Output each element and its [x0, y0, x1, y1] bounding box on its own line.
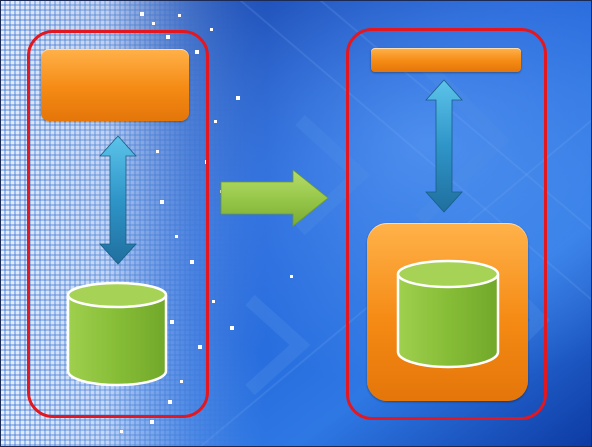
right-arrow-icon [220, 169, 329, 227]
cylinder-icon [66, 281, 168, 387]
before-panel [27, 30, 209, 418]
double-arrow-icon [99, 135, 137, 265]
double-arrow-icon [425, 79, 463, 213]
after-panel [346, 28, 547, 420]
cylinder-icon [396, 259, 500, 369]
after-top-bar [371, 48, 521, 72]
before-top-block [41, 49, 189, 121]
